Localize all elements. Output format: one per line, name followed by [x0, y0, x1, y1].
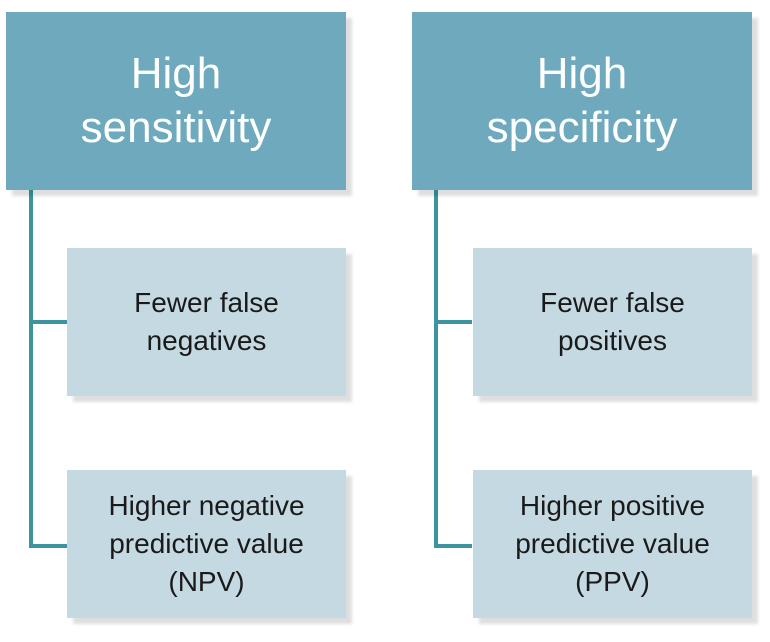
fewer-false-positives-label: Fewer false positives	[540, 287, 685, 356]
right-connector-branch-1	[434, 320, 472, 324]
left-connector-branch-1	[29, 320, 67, 324]
high-specificity-label: High specificity	[486, 49, 678, 152]
fewer-false-negatives-box: Fewer false negatives	[67, 248, 346, 396]
higher-npv-label: Higher negative predictive value (NPV)	[108, 490, 305, 597]
higher-npv-box: Higher negative predictive value (NPV)	[67, 470, 346, 618]
left-connector-vertical	[29, 190, 33, 548]
fewer-false-positives-box: Fewer false positives	[473, 248, 752, 396]
right-connector-branch-2	[434, 544, 472, 548]
high-specificity-box: High specificity	[412, 12, 752, 190]
left-connector-branch-2	[29, 544, 67, 548]
high-sensitivity-box: High sensitivity	[6, 12, 346, 190]
fewer-false-negatives-label: Fewer false negatives	[134, 287, 279, 356]
high-sensitivity-label: High sensitivity	[80, 49, 272, 152]
higher-ppv-label: Higher positive predictive value (PPV)	[515, 490, 710, 597]
right-connector-vertical	[434, 190, 438, 548]
higher-ppv-box: Higher positive predictive value (PPV)	[473, 470, 752, 618]
